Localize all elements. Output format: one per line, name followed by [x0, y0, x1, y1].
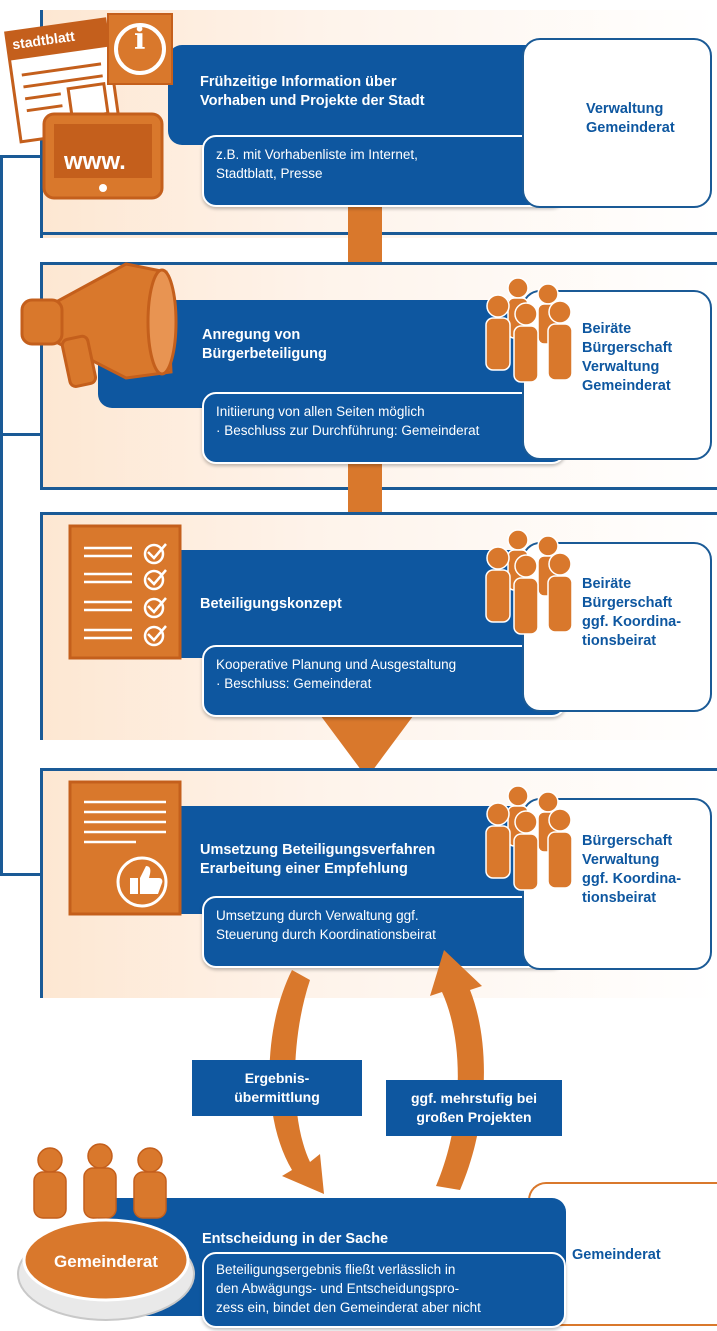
megaphone-icon [20, 262, 178, 388]
step-4-roles-text: Bürgerschaft Verwaltung ggf. Koordina- t… [582, 833, 682, 906]
step-1-roles [522, 38, 712, 208]
step-3-detail: Kooperative Planung und Ausgestaltung · … [202, 645, 566, 717]
people-group-icon [485, 529, 573, 635]
step-4-detail: Umsetzung durch Verwaltung ggf. Steuerun… [202, 896, 566, 968]
multistage-label: ggf. mehrstufig bei großen Projekten [386, 1080, 562, 1136]
step-1-detail: z.B. mit Vorhabenliste im Internet, Stad… [202, 135, 566, 207]
checklist-icon [68, 524, 182, 660]
step-2-roles-text: Beiräte Bürgerschaft Verwaltung Gemeinde… [582, 321, 673, 394]
web-label: www. [64, 148, 126, 175]
decision-title-text: Entscheidung in der Sache [202, 1231, 389, 1247]
left-connector-tick-1 [0, 155, 40, 158]
result-transfer-label: Ergebnis- übermittlung [192, 1060, 362, 1116]
down-arrow-icon [312, 700, 422, 778]
step-1-title: Frühzeitige Information über Vorhaben un… [168, 45, 566, 145]
result-transfer-arrow-icon [269, 970, 324, 1194]
people-group-icon [485, 785, 573, 891]
council-badge-label: Gemeinderat [54, 1252, 158, 1271]
council-people-icon [33, 1143, 167, 1219]
step-3-roles-text: Beiräte Bürgerschaft ggf. Koordina- tion… [582, 576, 682, 649]
decision-roles-text: Gemeinderat [572, 1247, 661, 1263]
left-connector-line [0, 155, 3, 875]
left-connector-tick-2 [0, 433, 40, 436]
step-1-title-text: Frühzeitige Information über Vorhaben un… [200, 74, 425, 109]
step-1-roles-text: Verwaltung Gemeinderat [586, 101, 675, 136]
step-4-title-text: Umsetzung Beteiligungsverfahren Erarbeit… [200, 842, 436, 877]
decision-detail: Beteiligungsergebnis fließt verlässlich … [202, 1252, 566, 1328]
multistage-return-arrow-icon [430, 950, 484, 1190]
people-group-icon [485, 277, 573, 383]
document-thumbs-up-icon [68, 780, 182, 916]
step-2-title-text: Anregung von Bürgerbeteiligung [202, 327, 327, 362]
info-label: i [134, 22, 146, 57]
step-3-title-text: Beteiligungskonzept [200, 595, 342, 612]
left-connector-tick-3 [0, 873, 40, 876]
step-2-detail: Initiierung von allen Seiten möglich · B… [202, 392, 566, 464]
newspaper-info-web-icon [4, 13, 173, 200]
council-disc-icon [17, 1218, 195, 1321]
